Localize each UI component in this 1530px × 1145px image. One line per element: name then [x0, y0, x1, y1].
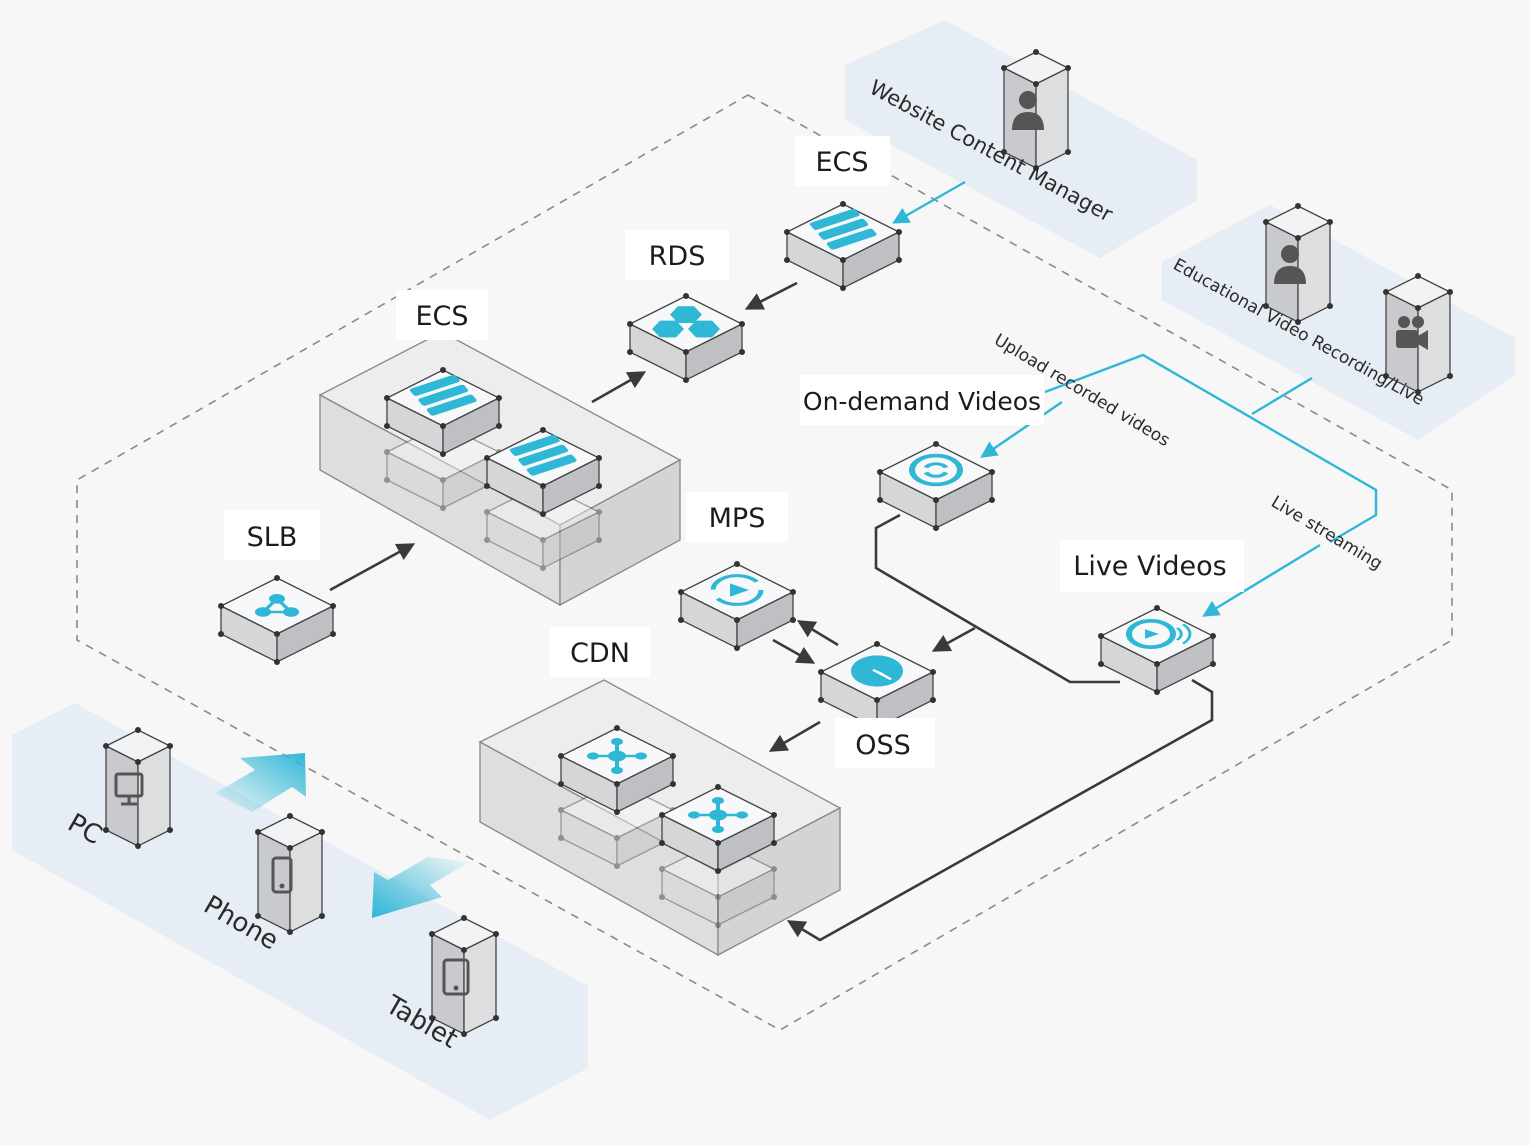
educator-device[interactable]	[1262, 202, 1334, 326]
live-label: Live Videos	[1060, 540, 1244, 592]
live-text: Live Videos	[1073, 551, 1226, 582]
mps-node[interactable]	[677, 560, 797, 652]
mps-text: MPS	[709, 503, 766, 534]
slb-text: SLB	[247, 522, 298, 553]
cdn-node-2[interactable]	[658, 783, 778, 929]
video-on-demand-icon	[909, 453, 963, 487]
load-balancer-icon	[255, 594, 299, 617]
oss-label: OSS	[835, 718, 935, 768]
cdn-label: CDN	[550, 627, 650, 677]
slb-node[interactable]	[217, 574, 337, 666]
ecs-cluster-label: ECS	[396, 290, 488, 340]
person-icon	[1012, 91, 1044, 130]
ecs-server-1[interactable]	[383, 366, 503, 512]
cyan-flow-lines	[892, 180, 1378, 617]
network-icon	[587, 738, 647, 774]
ecs-top-text: ECS	[815, 147, 868, 178]
camera-icon	[1396, 316, 1428, 350]
phone-device[interactable]	[254, 812, 326, 936]
network-icon	[688, 797, 748, 833]
cdn-node-1[interactable]	[557, 724, 677, 870]
ecs-top-label: ECS	[795, 136, 890, 186]
ecs-top-node[interactable]	[783, 200, 903, 292]
rds-text: RDS	[649, 241, 706, 272]
cdn-text: CDN	[570, 638, 630, 669]
inbound-arrow	[372, 857, 470, 918]
outbound-arrow	[215, 753, 306, 812]
mps-label: MPS	[686, 492, 788, 542]
server-icon	[509, 434, 577, 476]
database-icon	[652, 306, 720, 338]
server-icon	[809, 208, 877, 250]
media-processing-icon	[710, 574, 764, 606]
live-streaming-caption: Live streaming	[1267, 492, 1385, 574]
camera-device[interactable]	[1382, 272, 1454, 396]
live-videos-node[interactable]	[1097, 604, 1217, 696]
flow-lines	[329, 281, 1214, 942]
pc-device[interactable]	[102, 726, 174, 850]
phone-icon	[271, 856, 293, 894]
on-demand-videos-node[interactable]	[876, 440, 996, 532]
monitor-icon	[114, 772, 144, 806]
ecs-cluster-text: ECS	[415, 301, 468, 332]
live-video-icon	[1126, 618, 1192, 650]
server-icon	[409, 374, 477, 416]
educational-zone	[1162, 205, 1515, 440]
tablet-device[interactable]	[428, 914, 500, 1038]
oss-node[interactable]	[817, 640, 937, 732]
oss-text: OSS	[855, 730, 911, 761]
ecs-server-2[interactable]	[483, 426, 603, 572]
tablet-icon	[442, 958, 470, 996]
storage-icon	[851, 655, 903, 687]
on-demand-label: On-demand Videos	[800, 375, 1044, 425]
content-manager-device[interactable]	[1000, 48, 1072, 172]
on-demand-text: On-demand Videos	[803, 387, 1041, 416]
slb-label: SLB	[224, 510, 320, 560]
rds-node[interactable]	[626, 292, 746, 384]
rds-label: RDS	[625, 230, 729, 280]
person-icon	[1274, 245, 1306, 284]
